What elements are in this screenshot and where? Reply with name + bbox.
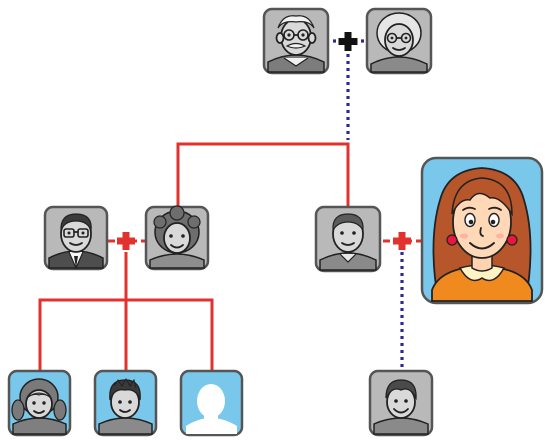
siblings-bracket-line [176,142,350,207]
father-portrait[interactable] [43,205,109,271]
grandfather-portrait[interactable] [262,7,330,75]
uncle-aunt-marriage-plus [393,232,411,250]
grandparents-marriage-plus [338,32,358,51]
mother-portrait[interactable] [144,205,210,271]
aunt-portrait[interactable] [420,156,544,305]
grandmother-portrait[interactable] [365,7,433,75]
cousin-portrait[interactable] [368,369,434,437]
unknown-child-silhouette[interactable] [179,369,244,437]
children-bracket-line [38,298,214,371]
son-portrait[interactable] [93,369,158,437]
daughter-portrait[interactable] [7,369,72,437]
parents-marriage-plus [117,232,135,250]
uncle-portrait[interactable] [314,205,382,273]
